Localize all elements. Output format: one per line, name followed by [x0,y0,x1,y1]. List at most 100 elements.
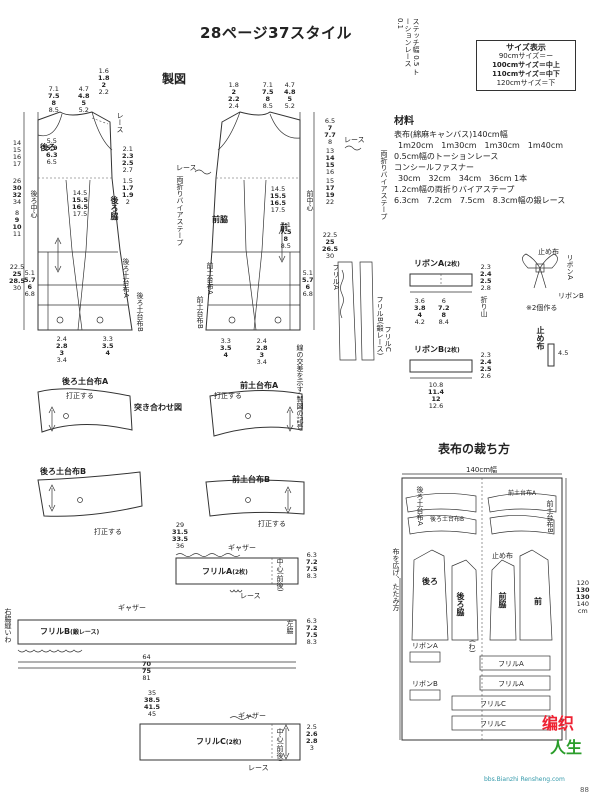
front-center-mark: 前中心 [306,190,314,211]
frill-b-left-note: 右脇縫いわ [4,608,12,643]
layout-fold: (わ) [468,640,476,653]
layout-label: リボンA [412,642,438,650]
ribbon-a-label: リボンA(2枚) [414,259,460,268]
butt-note: 突き合わせ図 [134,403,182,412]
back-label: 後ろ [40,143,56,152]
ribbon-a-fold: 折り山 [480,296,488,317]
layout-label: フリルC [480,720,506,728]
tome-ribbon-a: リボンA [566,254,574,280]
frill-b-label: フリルB(鍛レース) [40,627,100,636]
tome-ribbon-b: リボンB [558,292,584,300]
materials-line: 表布(綿麻キャンバス)140cm幅 [394,130,508,139]
materials-line: 1.2cm幅の両折りバイアステープ [394,185,515,194]
front-note: 線の交差を示す 製図の記号 [296,344,304,431]
back-side-label: 後ろ脇 [110,196,119,220]
frill-a-center: 中心(前後) [276,558,284,592]
materials-line: 30cm 32cm 34cm 36cm 1本 [398,174,528,183]
ribbon-b-shape [409,359,473,379]
frill-b-shape [17,619,297,663]
frill-label: フリルC [384,326,392,352]
back-piece-label: 後ろ土台布B [136,292,144,332]
tome-label: 止め布 [538,248,559,256]
page-title: 28ページ37スタイル [200,24,352,42]
watermark-logo: 编织 人生 [518,710,598,758]
front-piece-label: 前土台布A [206,262,214,295]
layout-label: 前土台布B [546,500,554,533]
front-base-a-label: 前土台布A [240,381,279,390]
layout-label: フリルA [498,660,524,668]
front-side-label: 前脇 [212,215,228,224]
front-base-a-tack: 打正する [214,392,242,400]
frill-c-lace: レース [248,764,269,772]
layout-label: 後ろ脇 [456,592,465,616]
ribbon-a-shape [409,273,473,293]
frill-c-label: フリルC(2枚) [196,737,242,746]
frill-label: フリルA [332,264,340,290]
bow-illustration [522,253,558,289]
front-pattern-lines [194,111,362,331]
stitch-note: ステッチ幅 0.5 トーションレース 0.1 [396,18,420,76]
back-center-mark: 後ろ中心 [30,190,38,218]
layout-note: 布を広げ、たたみ方 [392,548,400,611]
materials-line: 6.3cm 7.2cm 7.5cm 8.3cm幅の鍛レース [394,196,566,205]
ribbon-b-label: リボンB(2枚) [414,345,460,354]
back-pattern-lines [37,111,133,331]
frill-strips [337,261,375,361]
front-bias-note: 両折りバイアステープ [176,176,184,246]
watermark-text-red: 编织 [541,714,574,733]
back-piece-label: 後ろ土台布A [122,258,130,298]
layout-width: 140cm幅 [466,466,498,474]
size-row: 90cmサイズ＝ー [498,52,554,60]
materials-line: 0.5cm幅のトーションレース [394,152,499,161]
back-lace-label: レース [116,112,124,133]
materials-heading: 材料 [394,116,414,127]
page-number: 88 [580,786,589,794]
watermark-text-green: 人生 [549,738,582,757]
back-base-b-shape [37,471,143,517]
layout-label: 後ろ [422,577,438,586]
layout-label: 後ろ土台布B [430,516,465,523]
size-row: 120cmサイズ＝下 [496,79,556,87]
frill-a-gather: ギャザー [228,544,256,552]
back-base-a-shape [37,388,133,433]
front-piece-label: 前土台布B [196,296,204,329]
layout-title: 表布の裁ち方 [438,442,511,456]
front-base-b-tack: 打正する [258,520,286,528]
front-bias-note: 両折りバイアステープ [380,150,388,220]
frill-a-shape [175,553,299,593]
layout-label: 前脇 [498,592,507,608]
tome-piece-label: 止め布 [536,326,545,350]
tome-dim: 4.5 [558,349,569,357]
layout-label: 前土台布A [508,490,537,497]
layout-label: フリルC [480,700,506,708]
layout-label: フリルA [498,680,524,688]
frill-b-gather: ギャザー [118,604,146,612]
materials-line: 1m20cm 1m30cm 1m30cm 1m40cm [398,141,564,150]
frill-a-label: フリルA(2枚) [202,567,248,576]
front-lace-label: レース [176,164,197,172]
layout-label: 前 [534,597,542,606]
